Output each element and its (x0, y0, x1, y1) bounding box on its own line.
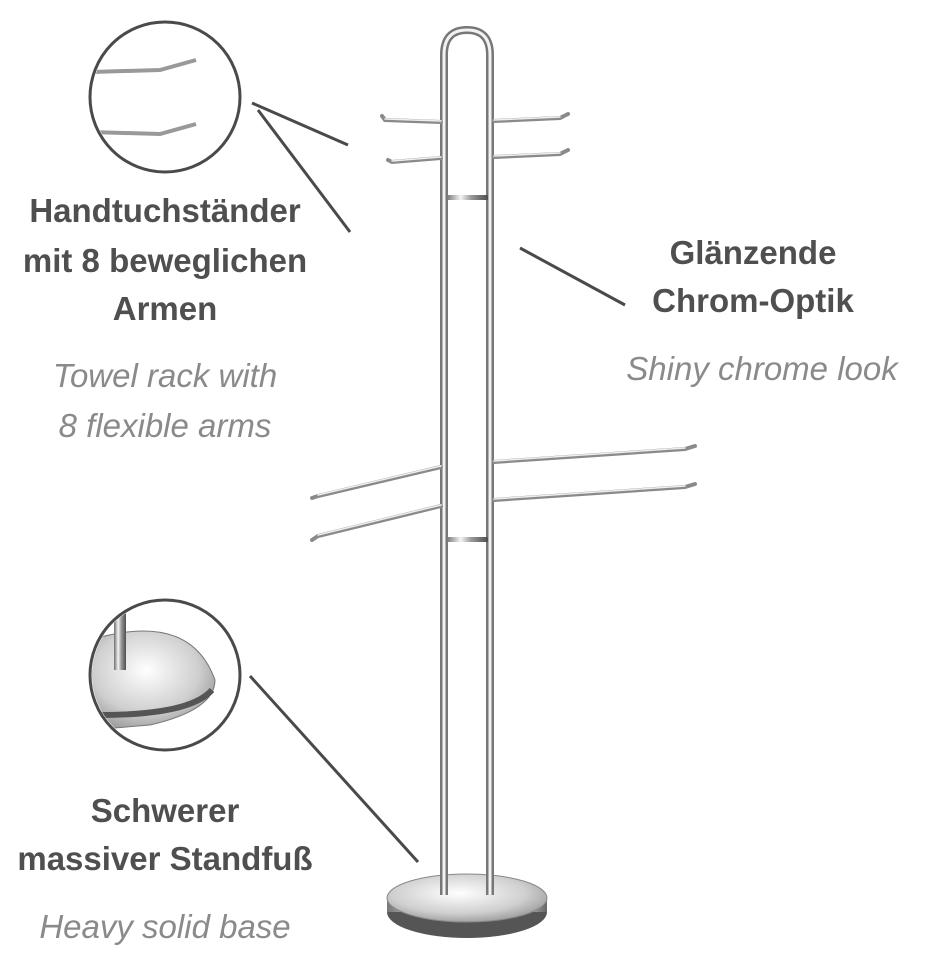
callout-heading: Armen (113, 290, 218, 327)
arm (386, 156, 443, 165)
arm (492, 482, 697, 502)
arm (492, 112, 570, 123)
callout-subtitle: Shiny chrome look (626, 350, 899, 387)
callout-heading: massiver Standfuß (17, 840, 312, 877)
callout-subtitle: 8 flexible arms (59, 407, 272, 444)
arm (492, 148, 570, 159)
frame-tubes (440, 25, 494, 895)
callout-heading: Chrom-Optik (652, 282, 854, 319)
callout-chrome: Glänzende Chrom-Optik Shiny chrome look (626, 234, 899, 387)
crossbar-bottom (446, 537, 488, 542)
arms (310, 112, 697, 542)
crossbar-top (446, 195, 488, 200)
frame-highlight (442, 28, 492, 895)
leader-lines (248, 101, 626, 864)
arm (492, 444, 697, 464)
detail-circle-arms (88, 20, 242, 174)
arm (310, 465, 443, 500)
callout-heading: Glänzende (670, 234, 837, 271)
base-top (386, 873, 548, 923)
callout-arms: Handtuchständer mit 8 beweglichen Armen … (23, 192, 307, 444)
callout-heading: Schwerer (91, 792, 240, 829)
callout-subtitle: Heavy solid base (39, 908, 290, 945)
callout-subtitle: Towel rack with (53, 357, 277, 394)
arm (380, 114, 443, 124)
detail-circle-base (88, 598, 242, 752)
callout-heading: Handtuchständer (29, 192, 301, 229)
towel-stand-image (310, 25, 697, 938)
callout-heading: mit 8 beweglichen (23, 242, 307, 279)
callout-base: Schwerer massiver Standfuß Heavy solid b… (17, 792, 312, 945)
arm (310, 504, 443, 542)
